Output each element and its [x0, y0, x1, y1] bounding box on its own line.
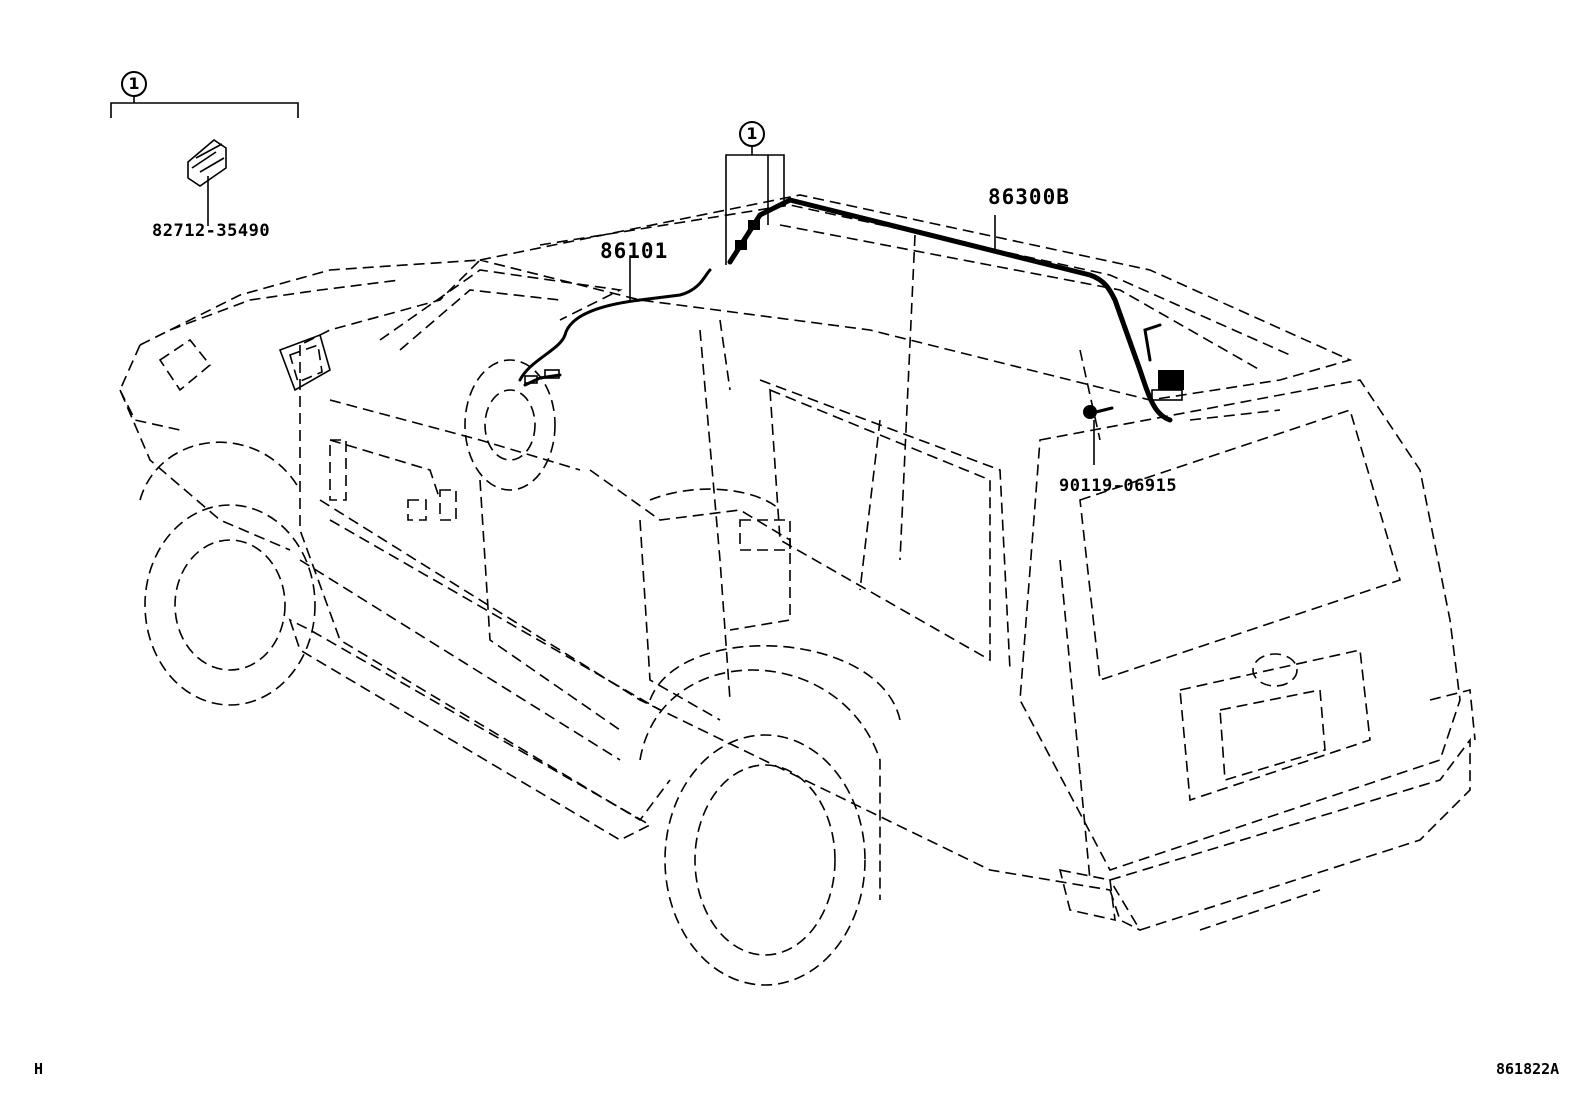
footer-left-code: H [34, 1060, 44, 1078]
vehicle-body [119, 194, 1476, 986]
part-number-roof-harness[interactable]: 86300B [988, 185, 1070, 209]
bolt-part [1083, 405, 1114, 465]
harness-86300b [727, 197, 1184, 423]
part-number-bolt[interactable]: 90119-06915 [1059, 476, 1178, 496]
footer-diagram-code: 861822A [1496, 1060, 1560, 1078]
part-number-front-harness[interactable]: 86101 [600, 239, 669, 263]
callout-1-left: 1 [121, 71, 147, 97]
harness-86101 [518, 258, 712, 387]
callout-bracket-left [110, 94, 299, 118]
callout-1-roof: 1 [739, 121, 765, 147]
relay-part-icon [187, 139, 227, 226]
part-number-relay[interactable]: 82712-35490 [152, 221, 271, 241]
